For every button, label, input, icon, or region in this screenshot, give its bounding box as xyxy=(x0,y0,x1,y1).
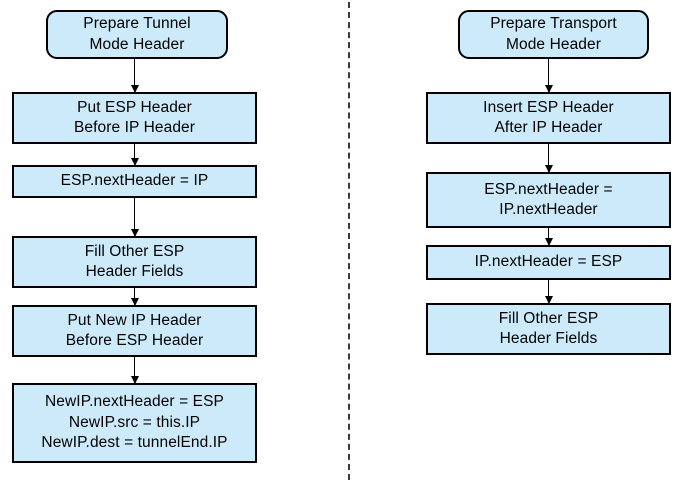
connector-esp-nextheader-to-fill-fields xyxy=(134,198,135,236)
column-divider xyxy=(348,2,350,480)
connector-fill-fields-to-put-new-ip xyxy=(134,288,135,305)
node-text-line: NewIP.dest = tunnelEnd.IP xyxy=(41,434,228,452)
connector-insert-esp-to-esp-nextheader xyxy=(548,144,549,172)
node-newip-assignments[interactable]: NewIP.nextHeader = ESP NewIP.src = this.… xyxy=(12,383,257,463)
node-text-line: Put New IP Header xyxy=(67,311,202,329)
node-text-line: Mode Header xyxy=(89,35,185,53)
node-fill-other-esp-fields[interactable]: Fill Other ESP Header Fields xyxy=(12,236,257,288)
node-text-line: Mode Header xyxy=(505,35,602,53)
node-text-line: IP.nextHeader = ESP xyxy=(474,253,623,271)
node-text-line: NewIP.src = this.IP xyxy=(68,413,201,431)
node-tunnel-start[interactable]: Prepare Tunnel Mode Header xyxy=(46,10,228,59)
node-ip-nextheader-esp[interactable]: IP.nextHeader = ESP xyxy=(426,245,671,280)
node-put-esp-header[interactable]: Put ESP Header Before IP Header xyxy=(12,92,257,144)
node-text-line: Before ESP Header xyxy=(65,332,204,349)
connector-put-new-ip-to-newip-assignments xyxy=(134,357,135,383)
node-text-line: ESP.nextHeader = IP xyxy=(60,172,209,190)
node-text-line: Insert ESP Header xyxy=(483,98,614,116)
node-text-line: After IP Header xyxy=(494,119,603,136)
node-text-line: Prepare Tunnel xyxy=(83,15,191,33)
node-text-line: Header Fields xyxy=(85,263,184,280)
connector-tunnel-start-to-put-esp xyxy=(134,59,135,92)
node-text-line: NewIP.nextHeader = ESP xyxy=(45,393,224,411)
node-insert-esp-header[interactable]: Insert ESP Header After IP Header xyxy=(426,92,671,144)
connector-transport-start-to-insert-esp xyxy=(548,59,549,92)
node-put-new-ip-header[interactable]: Put New IP Header Before ESP Header xyxy=(12,305,257,357)
node-text-line: IP.nextHeader xyxy=(499,201,598,218)
connector-put-esp-to-esp-nextheader xyxy=(134,144,135,165)
node-text-line: Put ESP Header xyxy=(77,98,192,116)
connector-ip-nextheader-to-fill-fields xyxy=(548,280,549,303)
node-text-line: Fill Other ESP xyxy=(84,242,185,260)
node-text-line: ESP.nextHeader = xyxy=(484,180,613,198)
node-text-line: Header Fields xyxy=(499,330,598,347)
connector-esp-nextheader-to-ip-nextheader xyxy=(548,228,549,245)
node-text-line: Prepare Transport xyxy=(490,15,617,33)
node-esp-nextheader-ip[interactable]: ESP.nextHeader = IP xyxy=(12,165,257,198)
node-text-line: Before IP Header xyxy=(73,119,196,136)
node-fill-other-esp-fields-transport[interactable]: Fill Other ESP Header Fields xyxy=(426,303,671,355)
node-transport-start[interactable]: Prepare Transport Mode Header xyxy=(458,10,649,59)
node-esp-nextheader-ipnextheader[interactable]: ESP.nextHeader = IP.nextHeader xyxy=(426,172,671,228)
node-text-line: Fill Other ESP xyxy=(498,309,599,327)
